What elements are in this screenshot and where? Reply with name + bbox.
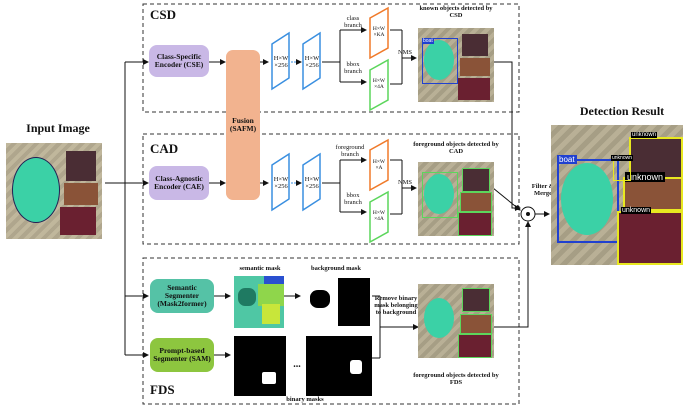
fds-title: FDS [150, 382, 175, 397]
cad-bbox-out-label: H×W ×4A [372, 210, 386, 222]
unknown-tag-2: unknown [625, 172, 666, 182]
cad-result-caption: foreground objects detected by CAD [413, 141, 499, 155]
cad-fg-output [369, 138, 389, 192]
csd-encoder: Class-Specific Encoder (CSE) [149, 45, 209, 77]
csd-bbox-branch: bbox branch [344, 61, 362, 75]
binary-mask-1 [234, 336, 286, 396]
cad-feature-map-1 [271, 152, 290, 212]
csd-result-caption: known objects detected by CSD [419, 5, 493, 19]
csd-feat2-label: H×W ×256 [304, 55, 320, 69]
unknown-tag-4: unknown [611, 155, 634, 161]
cad-encoder: Class-Agnostic Encoder (CAE) [149, 166, 209, 200]
cad-nms: NMS [397, 179, 413, 186]
cad-feat1-label: H×W ×256 [273, 176, 289, 190]
remove-mask-text: Remove binary mask belonging to backgrou… [374, 295, 418, 316]
background-mask-image [302, 276, 372, 328]
cad-feature-map-2 [302, 152, 321, 212]
input-image [6, 143, 102, 239]
cad-title: CAD [150, 141, 179, 156]
csd-frame [142, 3, 520, 113]
semantic-mask-label: semantic mask [239, 265, 281, 272]
unknown-tag-1: unknown [631, 132, 658, 138]
csd-bbox-out-label: H×W ×4A [372, 78, 386, 90]
semantic-segmenter: Semantic Segmenter (Mask2former) [150, 279, 214, 313]
csd-feature-map-1 [271, 31, 290, 91]
unknown-tag-3: unknown [621, 207, 652, 214]
cad-frame [142, 133, 520, 245]
cad-feat2-label: H×W ×256 [304, 176, 320, 190]
csd-class-output [369, 6, 389, 60]
cad-fg-out-label: H×W ×A [372, 159, 386, 171]
binary-mask-2 [306, 336, 372, 396]
boat-tag: boat [557, 155, 577, 164]
csd-title: CSD [150, 7, 177, 22]
fds-frame [142, 257, 520, 405]
csd-class-branch: class branch [344, 15, 362, 29]
cad-bbox-branch: bbox branch [344, 192, 362, 206]
fds-result-image [418, 284, 494, 358]
csd-feature-map-2 [302, 31, 321, 91]
binary-masks-ellipsis: ... [293, 359, 301, 370]
fds-result-caption: foreground objects detected by FDS [413, 372, 499, 386]
input-label: Input Image [26, 121, 90, 135]
csd-result-image: boat [418, 28, 494, 102]
prompt-segmenter: Prompt-based Segmenter (SAM) [150, 338, 214, 372]
background-mask-label: background mask [311, 265, 361, 272]
output-label: Detection Result [579, 104, 665, 118]
cad-result-image [418, 162, 494, 236]
fusion-module: Fusion (SAFM) [226, 50, 260, 200]
csd-class-out-label: H×W ×KA [372, 26, 386, 38]
detection-result-image: boat unknown unknown unknown unknown [551, 125, 683, 265]
binary-masks-label: binary masks [286, 396, 324, 403]
cad-bbox-output [369, 190, 389, 244]
csd-boat-tag: boat [422, 38, 434, 44]
csd-nms: NMS [397, 49, 413, 56]
semantic-mask-image [234, 276, 284, 328]
csd-feat1-label: H×W ×256 [273, 55, 289, 69]
filter-merge-label: Filter & Merge [531, 183, 555, 197]
cad-fg-branch: foreground branch [335, 144, 365, 158]
csd-bbox-output [369, 58, 389, 112]
